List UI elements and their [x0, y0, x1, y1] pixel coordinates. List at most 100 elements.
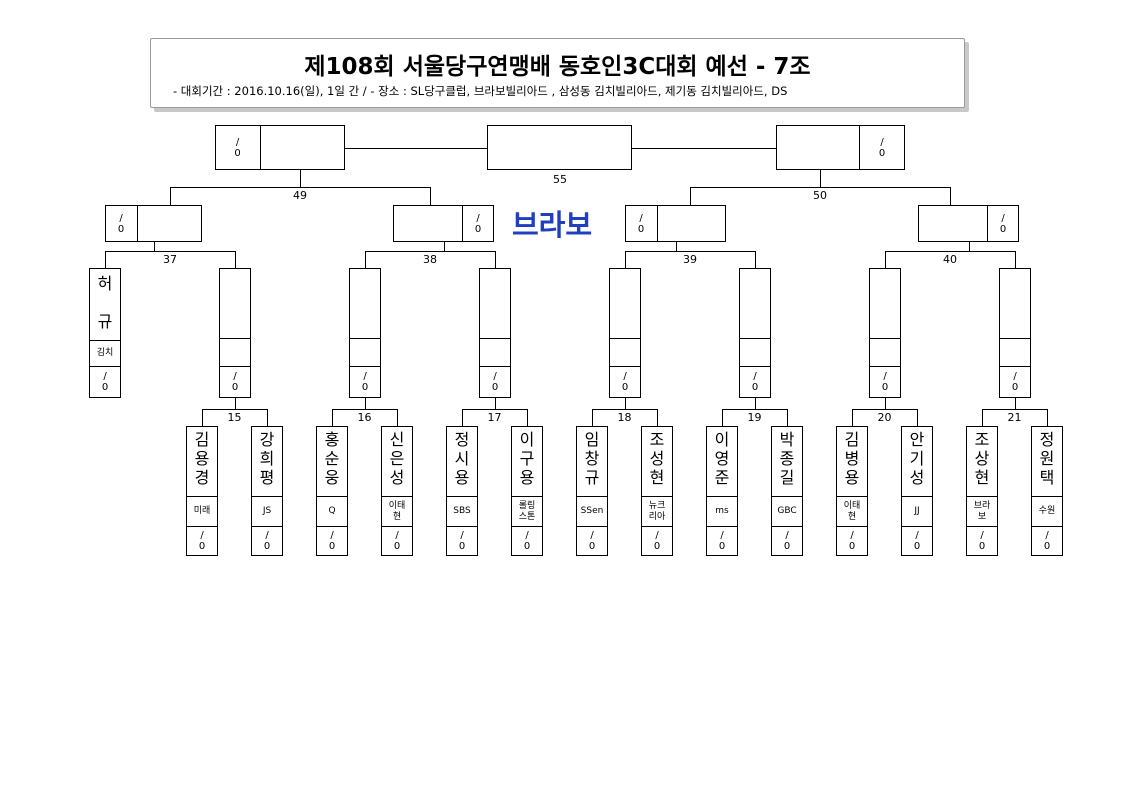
divider [771, 496, 803, 497]
score-cell[interactable]: / 0 [783, 530, 791, 552]
player-card [316, 426, 348, 556]
player-club: GBC [777, 506, 797, 516]
bracket-line [105, 251, 106, 269]
score-cell[interactable]: / 0 [913, 530, 921, 552]
player-name: 이 구 용 [519, 430, 535, 487]
score-cell[interactable]: / 0 [637, 212, 645, 235]
score-cell[interactable]: / 0 [751, 371, 759, 393]
bracket-line [462, 205, 463, 242]
bracket-line [365, 251, 496, 252]
match-number-m21: 21 [1007, 411, 1022, 424]
winner-slot [999, 268, 1031, 398]
player-club: 뉴크 리아 [648, 500, 666, 522]
bracket-line [982, 409, 983, 427]
bracket-line [443, 242, 445, 252]
bracket-line [722, 409, 723, 427]
player-card [836, 426, 868, 556]
player-name: 조 상 현 [974, 430, 990, 487]
divider [999, 366, 1031, 367]
player-card [186, 426, 218, 556]
bracket-line [885, 251, 886, 269]
bracket-line [235, 251, 236, 269]
divider [836, 496, 868, 497]
score-cell[interactable]: / 0 [263, 530, 271, 552]
player-card [966, 426, 998, 556]
divider [511, 526, 543, 527]
match-number-m37: 37 [163, 253, 177, 266]
divider [739, 366, 771, 367]
score-cell[interactable]: / 0 [848, 530, 856, 552]
final-slot [487, 125, 632, 170]
score-cell[interactable]: / 0 [978, 530, 986, 552]
player-card [641, 426, 673, 556]
score-cell[interactable]: / 0 [393, 530, 401, 552]
bracket-line [625, 398, 626, 410]
score-cell[interactable]: / 0 [621, 371, 629, 393]
score-cell[interactable]: / 0 [1011, 371, 1019, 393]
bracket-line [632, 148, 777, 149]
player-name: 신 은 성 [389, 430, 405, 487]
divider [89, 340, 121, 341]
divider [706, 496, 738, 497]
match-number-m50: 50 [813, 189, 827, 202]
seeded-name: 규 [97, 312, 113, 331]
score-cell[interactable]: / 0 [234, 136, 241, 159]
divider [381, 496, 413, 497]
bracket-line [787, 409, 788, 427]
divider [511, 496, 543, 497]
player-card [251, 426, 283, 556]
bracket-line [755, 251, 756, 269]
score-cell[interactable]: / 0 [117, 212, 125, 235]
bracket-line [755, 398, 756, 410]
score-cell[interactable]: / 0 [491, 371, 499, 393]
bracket-line [968, 242, 970, 252]
divider [479, 366, 511, 367]
player-club: Q [328, 506, 336, 516]
player-card [576, 426, 608, 556]
score-cell[interactable]: / 0 [999, 212, 1007, 235]
bracket-line [260, 125, 261, 170]
divider [966, 526, 998, 527]
page-title: 제108회 서울당구연맹배 동호인3C대회 예선 - 7조 [304, 54, 811, 80]
score-cell[interactable]: / 0 [1043, 530, 1051, 552]
player-club: 롤링 스톤 [518, 500, 536, 522]
player-name: 강 희 평 [259, 430, 275, 487]
player-card [511, 426, 543, 556]
score-cell[interactable]: / 0 [881, 371, 889, 393]
divider [316, 526, 348, 527]
divider [219, 338, 251, 339]
score-cell[interactable]: / 0 [523, 530, 531, 552]
player-name: 김 용 경 [194, 430, 210, 487]
bracket-line [657, 205, 658, 242]
player-name: 이 영 준 [714, 430, 730, 487]
score-cell[interactable]: / 0 [361, 371, 369, 393]
seeded-name: 허 [97, 274, 113, 293]
score-cell[interactable]: / 0 [328, 530, 336, 552]
score-cell[interactable]: / 0 [718, 530, 726, 552]
divider [446, 496, 478, 497]
score-cell[interactable]: / 0 [231, 371, 239, 393]
divider [641, 496, 673, 497]
match-number-m40: 40 [943, 253, 957, 266]
player-name: 안 기 성 [909, 430, 925, 487]
score-cell[interactable]: / 0 [588, 530, 596, 552]
player-name: 김 병 용 [844, 430, 860, 487]
round3-slot [393, 205, 494, 242]
round3-slot [918, 205, 1019, 242]
bracket-line [365, 251, 366, 269]
bracket-line [1047, 409, 1048, 427]
bracket-line [1015, 398, 1016, 410]
score-cell[interactable]: / 0 [458, 530, 466, 552]
score-cell[interactable]: / 0 [653, 530, 661, 552]
winner-slot [479, 268, 511, 398]
bracket-line [397, 409, 398, 427]
bracket-line [625, 251, 756, 252]
score-cell[interactable]: / 0 [474, 212, 482, 235]
player-club: SSen [580, 506, 604, 516]
score-cell[interactable]: / 0 [101, 371, 109, 393]
bracket-line [917, 409, 918, 427]
score-cell[interactable]: / 0 [878, 136, 886, 159]
match-number-m18: 18 [617, 411, 632, 424]
bracket-line [235, 398, 236, 410]
score-cell[interactable]: / 0 [198, 530, 206, 552]
